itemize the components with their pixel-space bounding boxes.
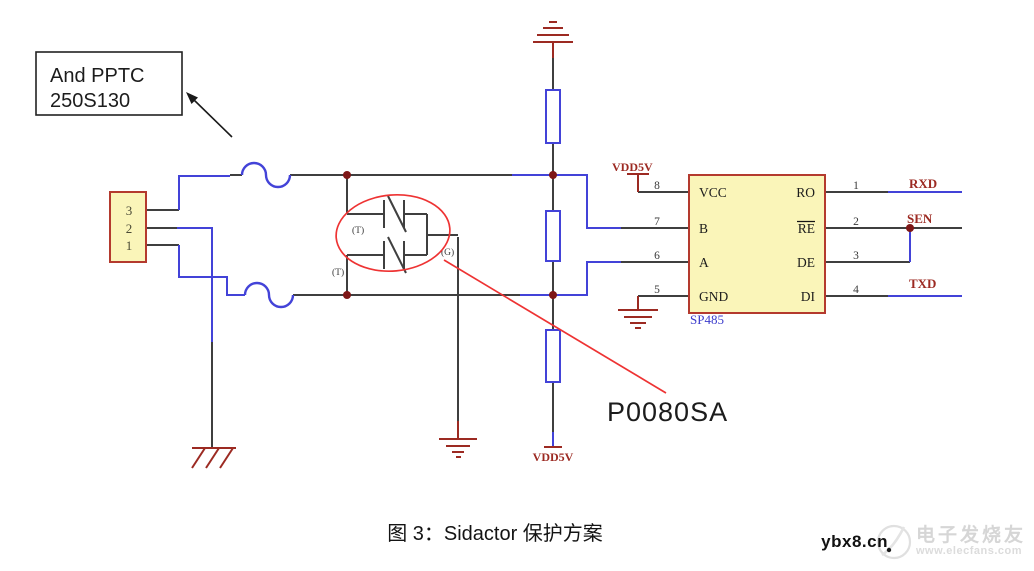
net-label-sen: SEN: [907, 211, 933, 226]
pin-number-7: 7: [654, 216, 660, 228]
wire-segment: [178, 245, 245, 296]
pptc-fuse-bottom-icon: [243, 281, 295, 309]
sidactor-bottom-icon: [347, 236, 427, 274]
annotation-arrow-line: [192, 98, 233, 138]
watermark-site: ybx8.cn: [821, 532, 888, 551]
pin-number-6: 6: [654, 250, 660, 262]
junction-dots: [343, 171, 914, 299]
junction-dot: [549, 171, 557, 179]
sidactor-diagonal: [387, 195, 407, 233]
annotation-line2: 250S130: [50, 90, 130, 112]
junction-dot: [343, 171, 351, 179]
pptc-fuse-top-icon: [240, 161, 292, 189]
sidactor-highlight-ellipse: [335, 193, 451, 273]
pin-label-gnd: GND: [699, 289, 728, 304]
pin-label-di: DI: [801, 289, 816, 304]
sidactor-terminal-top-label: (T): [352, 225, 364, 236]
sidactor-gate-label: (G): [441, 247, 454, 258]
annotation-line1: And PPTC: [50, 65, 144, 87]
wire-segment: [512, 174, 621, 229]
ground-stroke: [191, 447, 206, 469]
sidactor-terminal-bottom-label: (T): [332, 267, 344, 278]
connector-pin-2: 2: [126, 221, 133, 236]
resistor-icon-top: [545, 89, 561, 144]
part-label-p0080sa: P0080SA: [607, 397, 728, 427]
pin-label-vcc: VCC: [699, 185, 727, 200]
sidactor-top-icon: [347, 195, 427, 233]
earth-ground-gate-icon: [439, 421, 477, 458]
watermark-logo-icon: [876, 524, 912, 560]
watermark: ybx8.cn 电子发烧友 www.elecfans.com: [821, 519, 1026, 565]
watermark-url: www.elecfans.com: [915, 545, 1023, 558]
connector-body: [109, 191, 147, 263]
junction-dot: [343, 291, 351, 299]
vdd5v-chip-label: VDD5V: [612, 160, 653, 174]
wire-segment: [520, 261, 621, 296]
pin-number-1: 1: [853, 180, 859, 192]
connector-pin-1: 1: [126, 238, 133, 253]
sp485-chip-body: [688, 174, 826, 314]
watermark-brand-block: 电子发烧友 www.elecfans.com: [916, 526, 1026, 557]
resistor-icon-middle: [545, 210, 561, 262]
pin-number-4: 4: [853, 284, 859, 296]
pin-label-ro: RO: [796, 185, 815, 200]
wires-blue: [177, 174, 962, 446]
pin-number-2: 2: [853, 216, 859, 228]
figure-caption: 图 3：Sidactor 保护方案: [387, 523, 603, 545]
junction-dot: [549, 291, 557, 299]
vdd5v-power-flag-icon: [627, 173, 649, 192]
ground-stroke: [219, 447, 234, 469]
pin-number-5: 5: [654, 284, 660, 296]
pin-number-8: 8: [654, 180, 660, 192]
pin-label-de: DE: [797, 255, 815, 270]
pin-label-a: A: [699, 255, 709, 270]
connector-pin-3: 3: [126, 203, 133, 218]
wire-segment: [177, 227, 213, 342]
ground-stroke: [205, 447, 220, 469]
wire-segment: [178, 175, 230, 210]
callout-line: [443, 259, 667, 394]
net-label-rxd: RXD: [909, 176, 937, 191]
sidactor-diagonal: [387, 236, 407, 274]
chassis-ground-icon: [191, 447, 236, 469]
annotation-box: [35, 51, 183, 116]
pin-label-b: B: [699, 221, 708, 236]
resistor-icon-bottom: [545, 329, 561, 383]
chip-name-label: SP485: [690, 312, 724, 327]
pin-number-3: 3: [853, 250, 859, 262]
annotation-arrowhead-icon: [186, 92, 198, 104]
earth-ground-top-icon: [533, 21, 573, 58]
pin-label-re: RE: [798, 221, 815, 236]
net-label-txd: TXD: [909, 276, 936, 291]
vdd5v-bottom-label: VDD5V: [533, 450, 574, 464]
earth-ground-chip-icon: [618, 296, 658, 329]
watermark-brand: 电子发烧友: [915, 525, 1026, 547]
junction-dot: [906, 224, 914, 232]
